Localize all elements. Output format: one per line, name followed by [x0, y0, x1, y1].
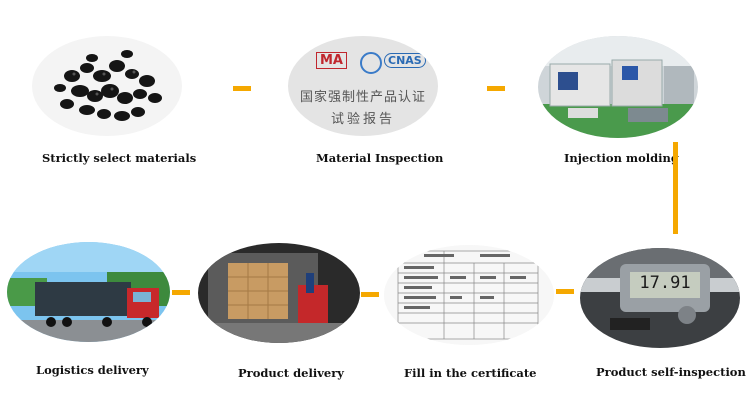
connector-3: [673, 142, 678, 234]
logistics-truck-photo: [7, 242, 170, 342]
connector-5: [361, 292, 379, 297]
ma-logo: MA: [316, 52, 347, 69]
truck-loading-photo: [198, 243, 360, 343]
connector-1: [233, 86, 251, 91]
cnas-logo: CNAS: [384, 53, 426, 68]
connector-4: [556, 289, 574, 294]
caliper-photo: 17.91: [580, 248, 740, 348]
injection-factory-photo: [538, 36, 698, 138]
cert-logos: MA CNAS: [316, 50, 426, 74]
cert-line-1: 国家强制性产品认证: [299, 90, 426, 105]
step-label-injection-molding: Injection molding: [564, 151, 679, 165]
materials-photo: [32, 36, 182, 136]
step-label-select-materials: Strictly select materials: [42, 151, 197, 165]
connector-6: [172, 290, 190, 295]
step-label-product-delivery: Product delivery: [238, 366, 344, 380]
step-label-self-inspection: Product self-inspection: [596, 365, 746, 379]
certificate-form-photo: [384, 245, 554, 345]
connector-2: [487, 86, 505, 91]
step-label-logistics-delivery: Logistics delivery: [36, 363, 149, 377]
inspection-report-photo: MA CNAS 国家强制性产品认证 试验报告: [288, 36, 438, 136]
step-label-material-inspection: Material Inspection: [316, 151, 444, 165]
cert-line-2: 试验报告: [330, 112, 395, 127]
step-label-fill-certificate: Fill in the certificate: [404, 366, 537, 380]
caliper-reading: 17.91: [639, 273, 691, 293]
ilac-logo-icon: [360, 52, 382, 74]
